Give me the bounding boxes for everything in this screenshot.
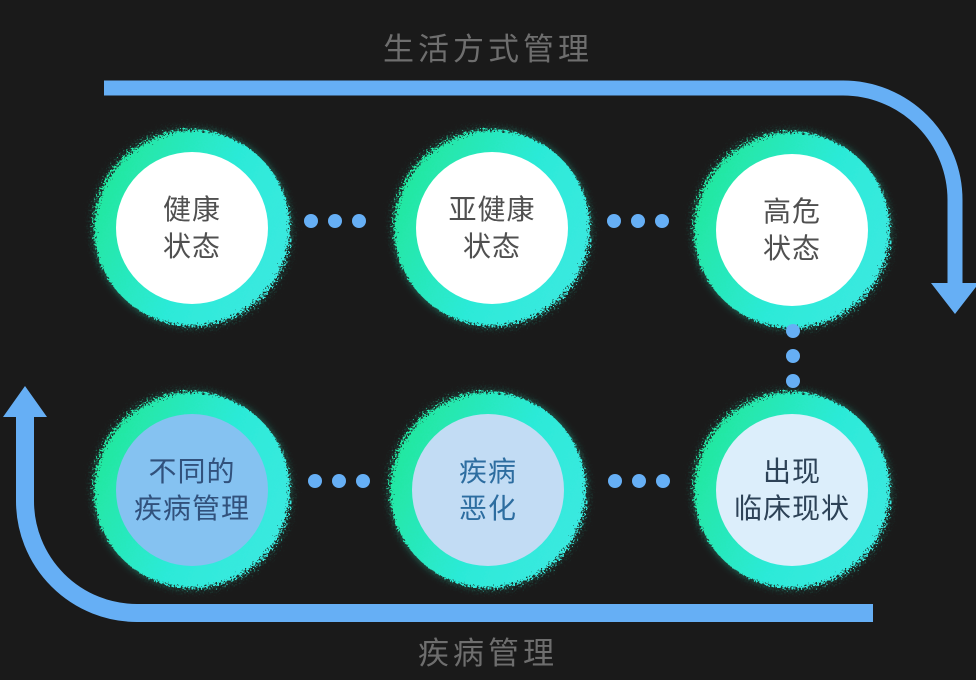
dot (632, 474, 646, 488)
node-label: 疾病 恶化 (390, 392, 586, 588)
dot (631, 214, 645, 228)
dot (608, 474, 622, 488)
node-fill (412, 414, 564, 566)
dot (786, 324, 800, 338)
node-label: 出现 临床现状 (694, 392, 890, 588)
node-label-line: 健康 (162, 194, 221, 225)
dot (304, 214, 318, 228)
node-fill (416, 152, 568, 304)
dot (656, 474, 670, 488)
dot (352, 214, 366, 228)
node-label: 高危 状态 (694, 132, 890, 328)
dots-top-right (607, 214, 669, 228)
dot (332, 474, 346, 488)
dot (786, 349, 800, 363)
node-fill (716, 154, 868, 306)
node-clinical-symptoms: 出现 临床现状 (694, 392, 890, 588)
node-disease-worsening: 疾病 恶化 (390, 392, 586, 588)
node-label-line: 临床现状 (733, 493, 850, 524)
node-label-line: 状态 (162, 231, 221, 262)
dot (328, 214, 342, 228)
node-label-line: 恶化 (458, 493, 517, 524)
node-label-line: 疾病 (458, 456, 517, 487)
dot (786, 374, 800, 388)
node-label: 亚健康 状态 (394, 130, 590, 326)
node-label-line: 亚健康 (448, 194, 536, 225)
node-healthy-state: 健康 状态 (94, 130, 290, 326)
node-label-line: 高危 (762, 196, 821, 227)
node-fill (716, 414, 868, 566)
node-label-line: 疾病管理 (133, 493, 250, 524)
top-arrow-head (931, 283, 976, 314)
node-fill (116, 152, 268, 304)
dots-top-left (304, 214, 366, 228)
dot (308, 474, 322, 488)
dot (655, 214, 669, 228)
node-label-line: 状态 (762, 233, 821, 264)
dots-vertical-right (786, 324, 800, 388)
dots-bottom-left (308, 474, 370, 488)
dots-bottom-right (608, 474, 670, 488)
dot (356, 474, 370, 488)
node-high-risk-state: 高危 状态 (694, 132, 890, 328)
node-fill (116, 414, 268, 566)
dot (607, 214, 621, 228)
node-sub-healthy-state: 亚健康 状态 (394, 130, 590, 326)
node-label: 健康 状态 (94, 130, 290, 326)
top-flow-label: 生活方式管理 (383, 32, 593, 67)
node-label-line: 状态 (462, 231, 521, 262)
node-label-line: 出现 (762, 456, 821, 487)
node-label-line: 不同的 (148, 456, 236, 487)
node-different-disease-management: 不同的 疾病管理 (94, 392, 290, 588)
node-label: 不同的 疾病管理 (94, 392, 290, 588)
bottom-flow-label: 疾病管理 (418, 636, 558, 671)
bottom-arrow-head (3, 386, 47, 417)
